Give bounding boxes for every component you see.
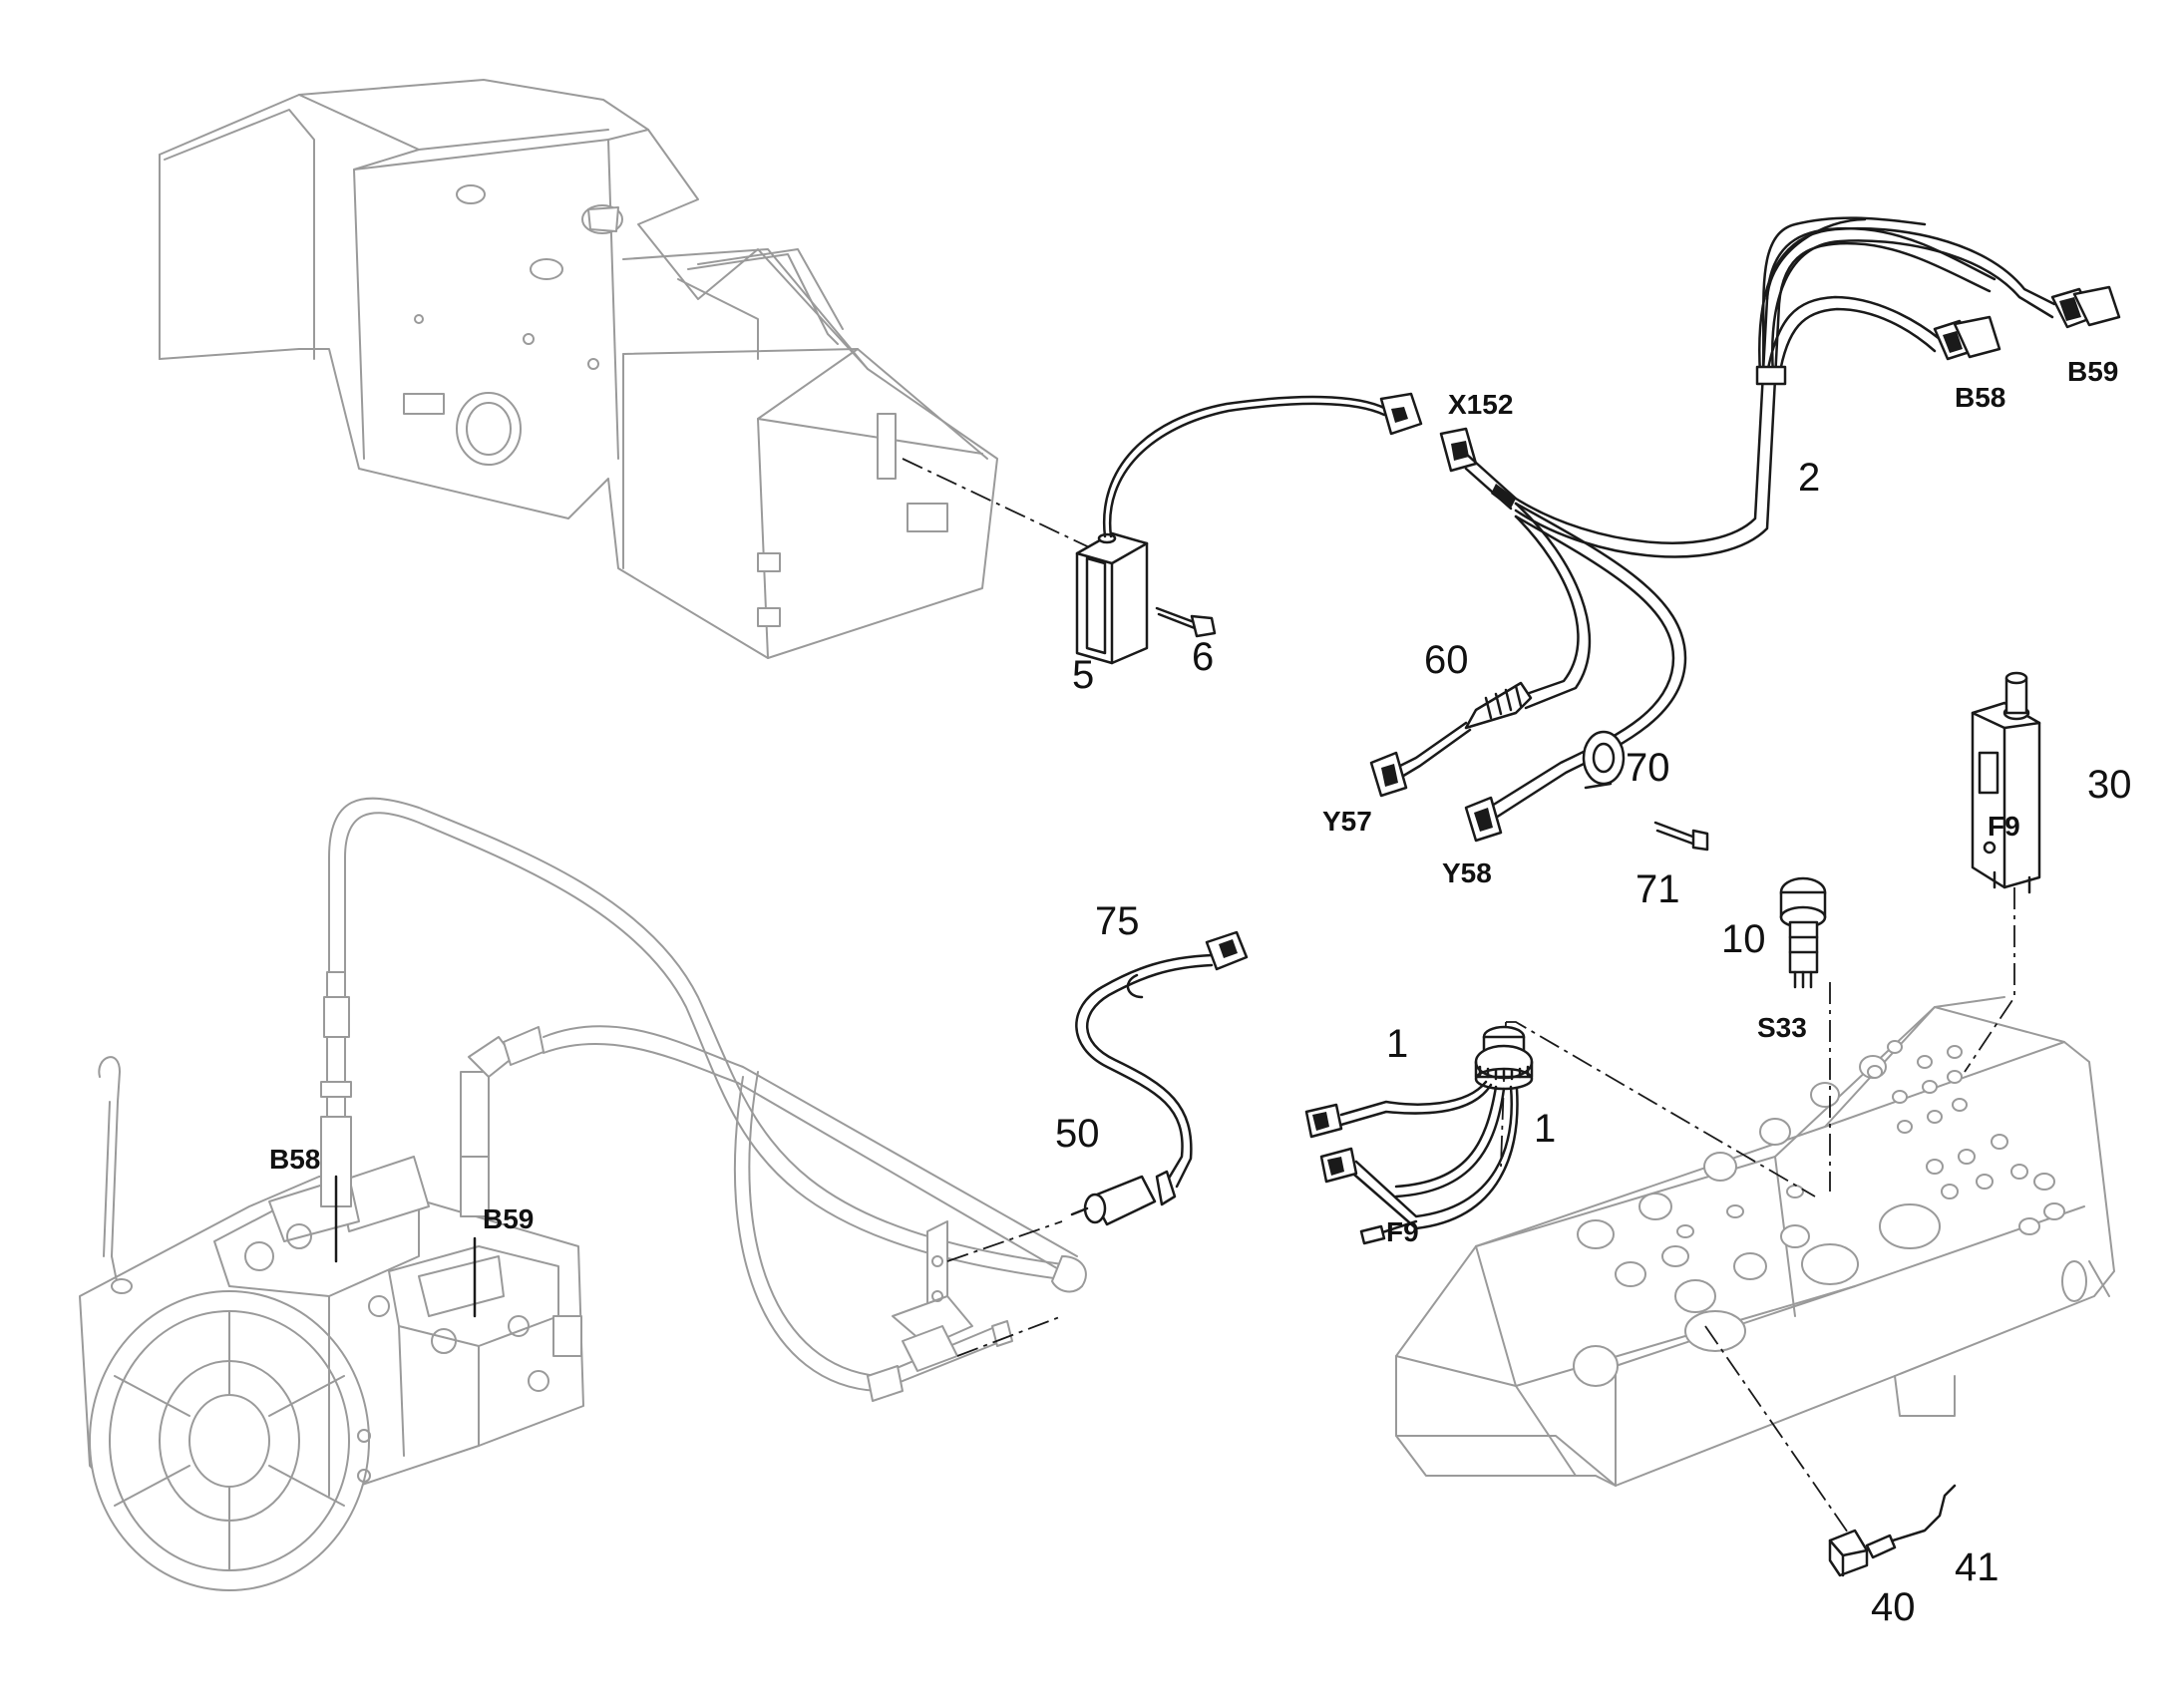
harness-70	[1464, 502, 1687, 843]
harness-60	[1369, 502, 1592, 798]
assembly-leader-lines	[902, 458, 2015, 1537]
code-x152: X152	[1448, 389, 1513, 420]
main-harness-2	[1439, 216, 2121, 558]
callout-30: 30	[2087, 763, 2132, 807]
callout-5: 5	[1072, 653, 1094, 697]
code-f9-wire: F9	[1386, 1216, 1419, 1247]
code-b58-pump: B58	[269, 1144, 320, 1175]
callout-75: 75	[1095, 899, 1140, 943]
code-f9-breaker: F9	[1988, 811, 2020, 842]
callout-40: 40	[1871, 1585, 1916, 1629]
callout-1-lower: 1	[1534, 1107, 1556, 1151]
screw-71	[1653, 821, 1709, 852]
code-leaders	[334, 1175, 477, 1318]
callout-10: 10	[1721, 917, 1766, 961]
control-module-5	[1075, 531, 1149, 665]
callout-2: 2	[1798, 456, 1820, 500]
terminal-41	[1865, 1484, 1957, 1559]
code-s33: S33	[1757, 1012, 1807, 1043]
mounting-bracket	[892, 1220, 973, 1372]
hydraulic-pump	[79, 971, 584, 1591]
callout-1-upper: 1	[1386, 1022, 1408, 1066]
connector-40	[1828, 1529, 1869, 1577]
callout-numbers: 2 5 6 60 70 71 30 10 75 50 1 1 40 41	[1055, 456, 2132, 1629]
sensor-1	[1304, 1025, 1534, 1245]
pressure-sensor-50	[1070, 930, 1249, 1226]
callout-71: 71	[1635, 867, 1680, 911]
code-y58: Y58	[1442, 857, 1492, 888]
circuit-breaker-30	[1971, 671, 2041, 894]
code-b59-pump: B59	[483, 1203, 534, 1234]
screw-6	[1155, 606, 1217, 638]
callout-41: 41	[1955, 1545, 1999, 1589]
callout-50: 50	[1055, 1112, 1100, 1156]
harness-cable-5	[1102, 392, 1423, 538]
code-b59-harness: B59	[2067, 356, 2118, 387]
tank-assembly	[159, 79, 998, 659]
hydraulic-hoses	[328, 797, 1087, 1402]
code-b58-harness: B58	[1955, 382, 2005, 413]
code-y57: Y57	[1322, 806, 1372, 837]
callout-60: 60	[1424, 638, 1469, 682]
instrument-console	[1395, 996, 2115, 1487]
component-codes: X152 B58 B59 Y57 Y58 F9 S33 F9 B58 B59	[269, 356, 2118, 1247]
callout-70: 70	[1626, 746, 1670, 790]
switch-10	[1779, 876, 1827, 989]
callout-6: 6	[1192, 635, 1214, 679]
